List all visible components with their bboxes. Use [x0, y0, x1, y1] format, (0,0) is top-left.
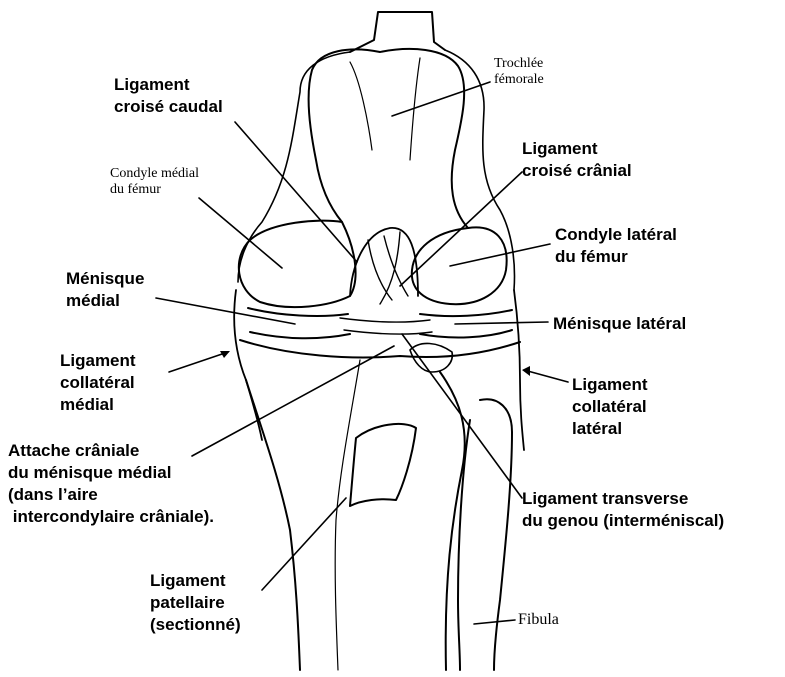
label-menisque-lateral: Ménisque latéral	[553, 313, 686, 335]
label-ligament-patellaire: Ligament patellaire (sectionné)	[150, 570, 241, 636]
leader-attache-craniale	[192, 346, 394, 456]
leader-menisque-medial	[156, 298, 295, 324]
arrowheads	[220, 351, 530, 376]
label-fibula: Fibula	[518, 612, 559, 628]
leader-condyle-lateral	[450, 244, 550, 266]
tibial-plateau	[240, 340, 520, 357]
leader-fibula	[474, 620, 515, 624]
label-condyle-lateral-femur: Condyle latéral du fémur	[555, 224, 677, 268]
label-ligament-croise-caudal: Ligament croisé caudal	[114, 74, 223, 118]
lateral-condyle-outline	[412, 227, 507, 304]
leader-patellaire	[262, 498, 346, 590]
leader-trochlee	[392, 82, 490, 116]
label-menisque-medial: Ménisque médial	[66, 268, 144, 312]
cruciate-ligament-strands	[368, 232, 408, 304]
trochlea-groove	[350, 58, 420, 160]
leader-croise-cranial	[400, 172, 522, 286]
fibula-outline	[458, 399, 512, 670]
leader-collateral-lateral	[524, 370, 568, 382]
label-ligament-transverse: Ligament transverse du genou (interménis…	[522, 488, 724, 532]
transverse-ligament	[340, 318, 432, 334]
label-ligament-collateral-lateral: Ligament collatéral latéral	[572, 374, 648, 440]
leader-menisque-lateral	[455, 322, 548, 324]
patellar-ligament-stump	[350, 424, 416, 506]
arrowhead-lateral	[522, 366, 530, 376]
label-attache-craniale: Attache crâniale du ménisque médial (dan…	[8, 440, 214, 528]
tibial-crest	[335, 360, 360, 670]
label-condyle-medial-femur: Condyle médial du fémur	[110, 166, 199, 198]
label-ligament-croise-cranial: Ligament croisé crânial	[522, 138, 632, 182]
leader-collateral-medial	[169, 352, 228, 372]
label-trochlee-femorale: Trochlée fémorale	[494, 56, 544, 88]
leader-croise-caudal	[235, 122, 357, 262]
label-ligament-collateral-medial: Ligament collatéral médial	[60, 350, 136, 416]
femur-shaft	[350, 12, 445, 52]
femur-outer-medial	[238, 52, 350, 282]
medial-meniscus-outline	[248, 308, 350, 338]
tibia-medial-edge	[246, 380, 300, 670]
medial-condyle-outline	[239, 221, 356, 308]
femoral-trochlea-outline	[309, 49, 468, 228]
